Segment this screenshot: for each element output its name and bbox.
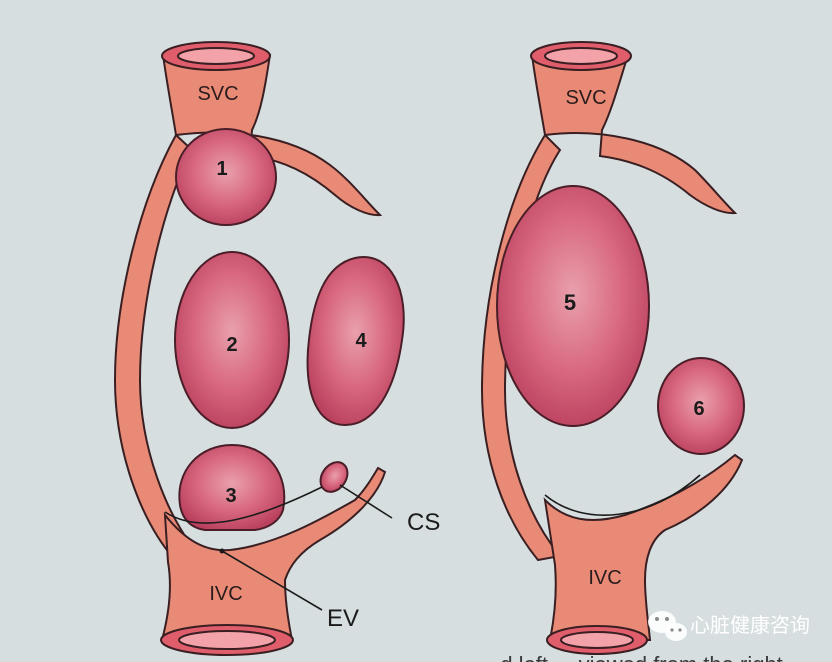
- left-panel: SVC IVC 1 2 3 4 CS EV: [113, 41, 440, 656]
- defect-5-ellipse: [496, 185, 650, 427]
- left-svc-lumen: [177, 47, 255, 65]
- defect-1-label: 1: [216, 158, 227, 180]
- defect-5-label: 5: [564, 290, 576, 315]
- eustachian-valve-line: [164, 486, 323, 524]
- right-svc-lumen: [544, 47, 618, 65]
- cs-leader-line: [339, 484, 393, 519]
- defect-3-label: 3: [225, 485, 236, 507]
- watermark: 心脏健康咨询: [648, 611, 810, 641]
- right-ivc-label: IVC: [588, 567, 621, 589]
- watermark-text: 心脏健康咨询: [690, 613, 810, 637]
- wechat-icon: [648, 611, 687, 641]
- ev-leader-line: [221, 550, 323, 611]
- defect-2-ellipse: [174, 251, 290, 429]
- right-panel: SVC IVC 5 6: [480, 41, 745, 655]
- left-ivc-label: IVC: [209, 583, 242, 605]
- ev-callout-label: EV: [327, 605, 359, 632]
- right-svc-label: SVC: [565, 87, 606, 109]
- cs-opening-ellipse: [319, 461, 349, 493]
- cs-callout-label: CS: [407, 509, 440, 536]
- defect-2-label: 2: [226, 334, 237, 356]
- figure-caption: ...d left ... viewed from the right: [482, 652, 783, 662]
- left-svc-label: SVC: [197, 83, 238, 105]
- left-ivc-lumen: [178, 630, 276, 650]
- right-valve-line: [544, 474, 701, 516]
- defect-4-label: 4: [355, 330, 367, 352]
- right-ivc-lumen: [560, 631, 634, 649]
- defect-4-shape: [306, 255, 405, 427]
- defect-6-ellipse: [657, 357, 745, 455]
- defect-6-label: 6: [693, 398, 704, 420]
- defect-1-ellipse: [175, 128, 277, 226]
- defect-3-shape: [178, 443, 286, 531]
